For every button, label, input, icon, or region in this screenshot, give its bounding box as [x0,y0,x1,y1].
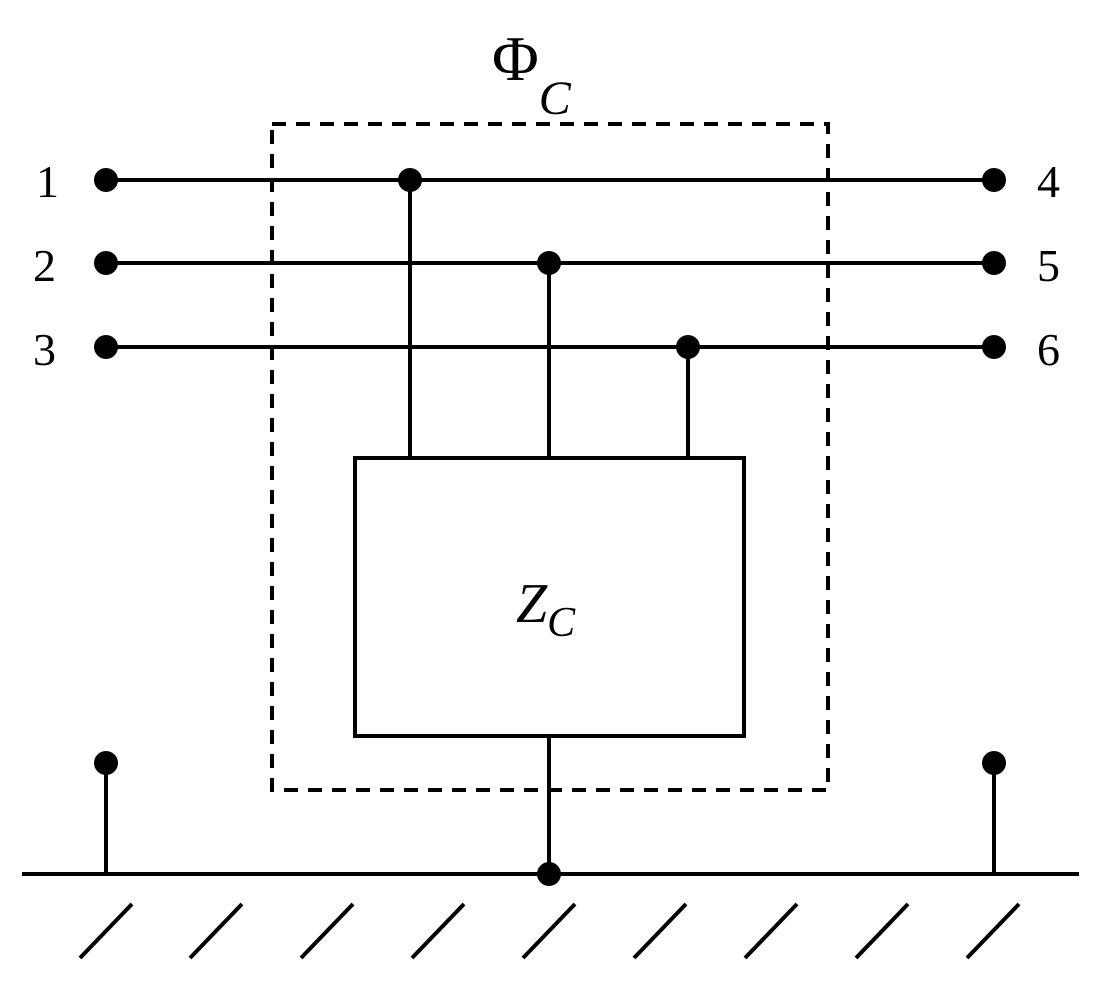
impedance-symbol: Z [516,573,548,635]
terminal-dots [94,168,1006,886]
hatch-mark [299,902,355,960]
terminal-label-1: 1 [36,156,59,207]
hatch-mark [78,902,134,960]
terminal-dot-2 [94,251,118,275]
filter-symbol: Φ [492,23,539,94]
terminal-dot-4 [982,168,1006,192]
impedance-subscript: C [547,600,576,646]
junction-dot-1 [398,168,422,192]
filter-subscript: C [539,72,572,125]
hatch-mark [521,902,577,960]
terminal-label-2: 2 [33,240,56,291]
ground-terminal-right-dot [982,751,1006,775]
terminal-dot-1 [94,168,118,192]
hatch-mark [743,902,799,960]
ground-junction-dot [537,862,561,886]
terminal-label-4: 4 [1037,156,1060,207]
hatch-mark [854,902,910,960]
hatch-mark [965,902,1021,960]
ground-terminal-left-dot [94,751,118,775]
hatch-mark [188,902,244,960]
terminal-dot-3 [94,335,118,359]
hatch-mark [632,902,688,960]
terminal-label-3: 3 [33,324,56,375]
junction-dot-3 [676,335,700,359]
impedance-box [353,456,746,738]
hatch-mark [410,902,466,960]
terminal-label-6: 6 [1037,324,1060,375]
ground-hatching [78,902,1021,960]
terminal-dot-5 [982,251,1006,275]
junction-dot-2 [537,251,561,275]
terminal-label-5: 5 [1037,240,1060,291]
terminal-dot-6 [982,335,1006,359]
impedance-label: ZC [516,573,576,646]
filter-label: ΦC [492,23,572,125]
